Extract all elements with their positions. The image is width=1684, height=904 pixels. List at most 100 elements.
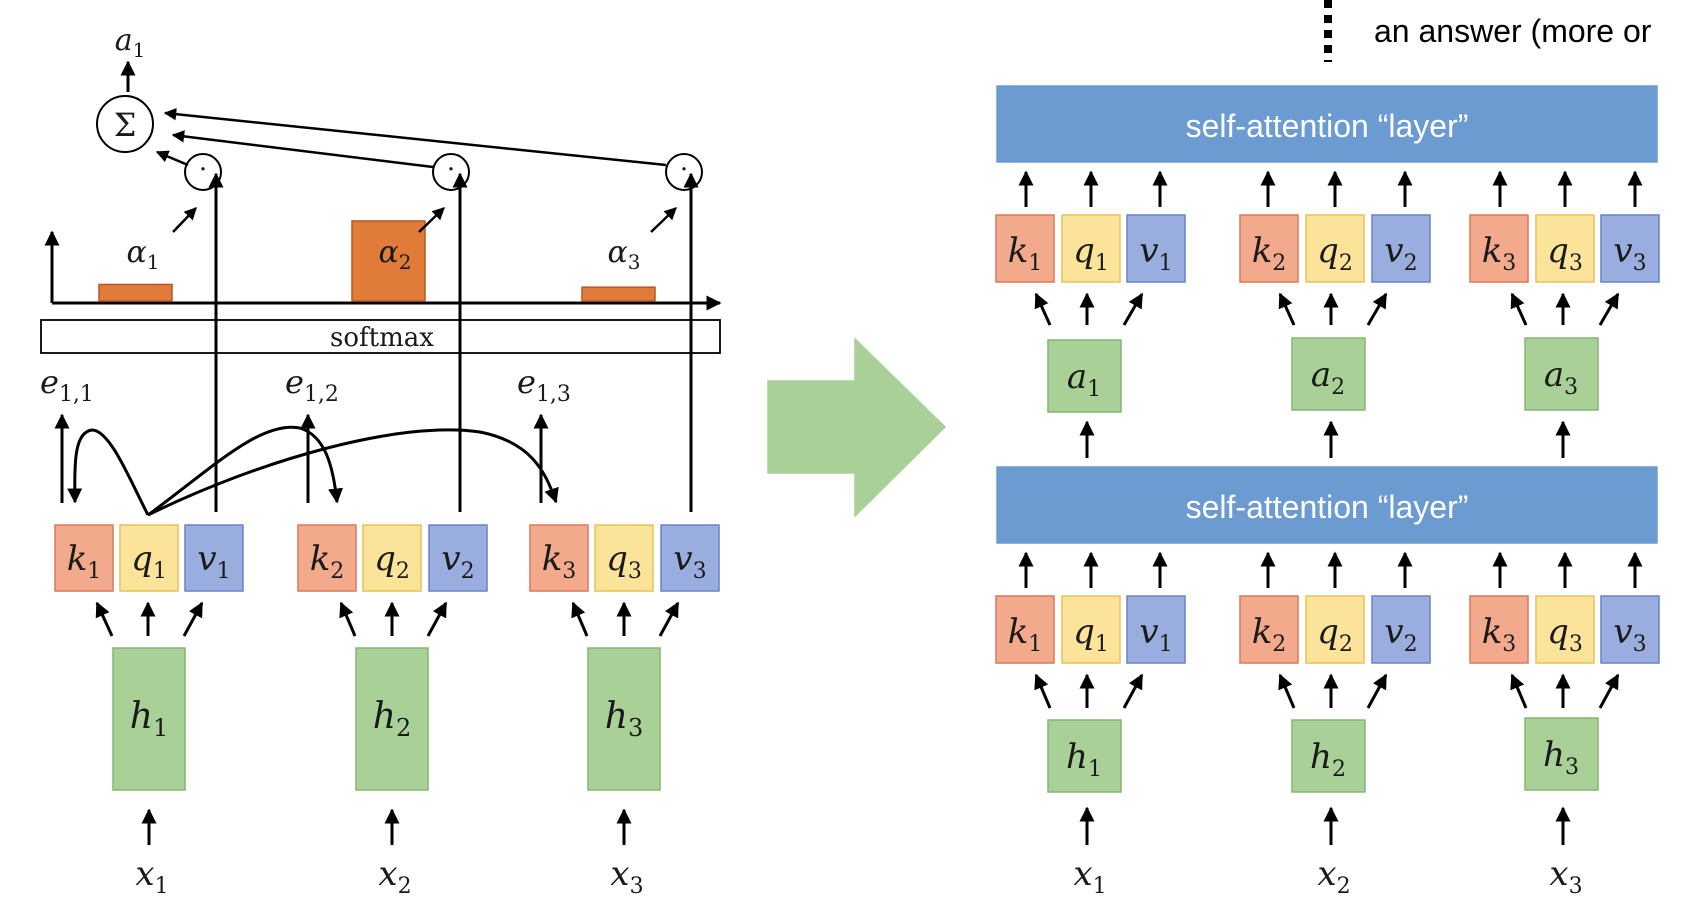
query-label: q1 (1073, 231, 1109, 276)
arrow-h-to-key (1278, 673, 1296, 709)
value-label: v1 (1139, 612, 1172, 657)
hidden-label-3: h3 (605, 696, 643, 742)
arrow-h-to-value (1366, 673, 1388, 709)
arrow-in-to-value (1366, 292, 1388, 326)
value-box (1371, 595, 1431, 664)
hidden-box (1047, 719, 1122, 793)
hidden-label: h2 (1310, 737, 1346, 782)
input-label-3: x3 (610, 854, 643, 899)
key-label: k1 (1008, 612, 1043, 657)
arrow-h-to-value (658, 601, 680, 637)
key-label: k2 (1252, 612, 1287, 657)
arrow-in-to-value (1598, 292, 1620, 326)
alpha-label-3: α3 (608, 235, 641, 274)
sum-node: Σ (96, 95, 154, 153)
key-box (1239, 595, 1299, 664)
value-box (1126, 595, 1186, 664)
query-box-2 (362, 524, 422, 592)
query-box (1535, 595, 1595, 664)
top-block-token-1: k1 q1 v1 a1 (995, 170, 1186, 458)
hidden-box (1291, 719, 1366, 793)
hidden-box-3 (587, 647, 661, 791)
value-label-2: v2 (441, 539, 474, 584)
attention-output-box (1524, 337, 1599, 411)
query-label: q2 (1317, 612, 1353, 657)
dot-product-icon: · (199, 155, 207, 185)
arrow-h-to-value (1598, 673, 1620, 709)
left-token-1: k1 q1 v1 h1 x1 (54, 524, 244, 899)
attention-output-label: a2 (1311, 355, 1345, 400)
attention-output-label: a1 (1067, 357, 1101, 402)
arrow-h-to-key (1034, 673, 1052, 709)
arrow-h-to-key (339, 601, 357, 637)
key-label-1: k1 (67, 539, 102, 584)
value-label: v2 (1384, 231, 1417, 276)
key-label-3: k3 (542, 539, 577, 584)
arrow-in-to-value (1122, 292, 1144, 326)
attention-output-box (1291, 337, 1366, 411)
arrow-in-to-key (1034, 292, 1052, 326)
arrow-h-to-value (426, 601, 448, 637)
value-box (1126, 214, 1186, 283)
key-box-1 (54, 524, 114, 592)
alpha-label-2: α2 (379, 235, 412, 274)
key-label: k3 (1482, 231, 1517, 276)
key-box (1469, 595, 1529, 664)
input-label: x3 (1549, 854, 1582, 899)
value-label: v3 (1613, 231, 1646, 276)
input-label-2: x2 (378, 854, 411, 899)
query-label-3: q3 (606, 539, 642, 584)
value-label: v1 (1139, 231, 1172, 276)
value-label: v3 (1613, 612, 1646, 657)
stacked-self-attention: an answer (more or self-attention “layer… (995, 0, 1660, 899)
energy-label-1: e1,1 (40, 363, 94, 407)
key-box-2 (297, 524, 357, 592)
value-box (1600, 595, 1660, 664)
transform-arrow-icon (767, 337, 947, 518)
left-token-2: k2 q2 v2 h2 x2 (297, 524, 488, 899)
query-box-1 (119, 524, 179, 592)
input-label: x2 (1317, 854, 1350, 899)
self-attention-layer-bottom (996, 466, 1658, 544)
query-box (1535, 214, 1595, 283)
bottom-block-token-2: k2 q2 v2 h2 x2 (1239, 551, 1431, 899)
bottom-block-token-3: k3 q3 v3 h3 x3 (1469, 551, 1660, 899)
value-label-3: v3 (673, 539, 706, 584)
attention-output-box (1047, 339, 1122, 413)
arrow-prod1-to-sum (155, 150, 189, 167)
arrow-h-to-key (95, 601, 114, 637)
dot-product-icon: · (447, 155, 455, 185)
key-label: k3 (1482, 612, 1517, 657)
arrow-prod2-to-sum (171, 130, 434, 169)
layer-label-bottom: self-attention “layer” (1186, 489, 1469, 525)
value-box-1 (184, 524, 244, 592)
arrow-h-to-key (1510, 673, 1528, 709)
arrow-alpha3-to-product (650, 207, 677, 233)
key-box-3 (529, 524, 589, 592)
alpha-bar-3 (581, 286, 656, 302)
product-node-2: · (432, 153, 470, 191)
hidden-label-2: h2 (373, 696, 411, 742)
query-box (1305, 595, 1365, 664)
hidden-box (1524, 717, 1599, 791)
sum-icon: Σ (114, 106, 137, 144)
query-label-2: q2 (374, 539, 410, 584)
top-block-token-2: k2 q2 v2 a2 (1239, 170, 1431, 458)
hidden-label-1: h1 (130, 696, 168, 742)
query-to-key-1-curve (67, 428, 150, 516)
input-label: x1 (1073, 854, 1106, 899)
arrow-h-to-value (182, 601, 204, 637)
query-label: q1 (1073, 612, 1109, 657)
layer-label-top: self-attention “layer” (1186, 108, 1469, 144)
value-box (1600, 214, 1660, 283)
dot-product-icon: · (680, 155, 688, 185)
bottom-block-token-1: k1 q1 v1 h1 x1 (995, 551, 1186, 899)
arrow-h-to-value (1122, 673, 1144, 709)
key-box (1239, 214, 1299, 283)
query-to-key-3-curve (147, 428, 559, 517)
query-box (1305, 214, 1365, 283)
output-label: a1 (115, 23, 146, 62)
key-box (995, 595, 1055, 664)
query-box (1061, 595, 1121, 664)
